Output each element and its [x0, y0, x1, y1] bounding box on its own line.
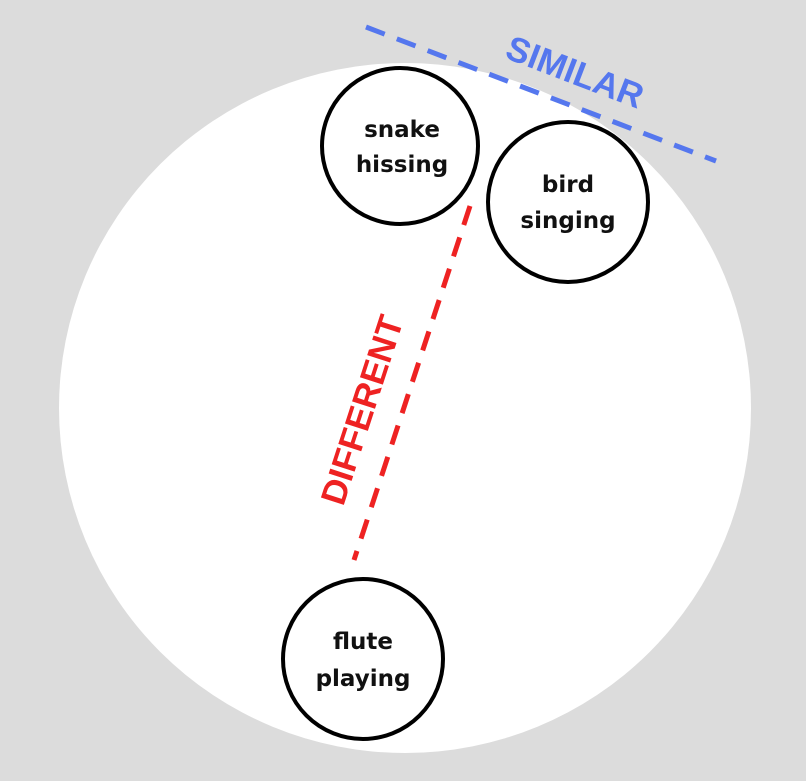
node-snake-label-line1: snake [364, 117, 440, 143]
node-bird-singing: bird singing [486, 120, 650, 284]
different-dashed-line [351, 205, 473, 561]
node-flute-playing: flute playing [281, 577, 445, 741]
node-bird-label-line2: singing [520, 208, 615, 234]
node-snake-label-line2: hissing [356, 152, 448, 178]
node-snake-hissing: snake hissing [320, 66, 480, 226]
similar-dashed-line [365, 24, 717, 164]
node-flute-label-line1: flute [333, 629, 393, 655]
node-snake-circle [320, 66, 480, 226]
node-bird-circle [486, 120, 650, 284]
node-flute-label-line2: playing [316, 666, 411, 692]
node-flute-circle [281, 577, 445, 741]
node-bird-label-line1: bird [542, 172, 594, 198]
